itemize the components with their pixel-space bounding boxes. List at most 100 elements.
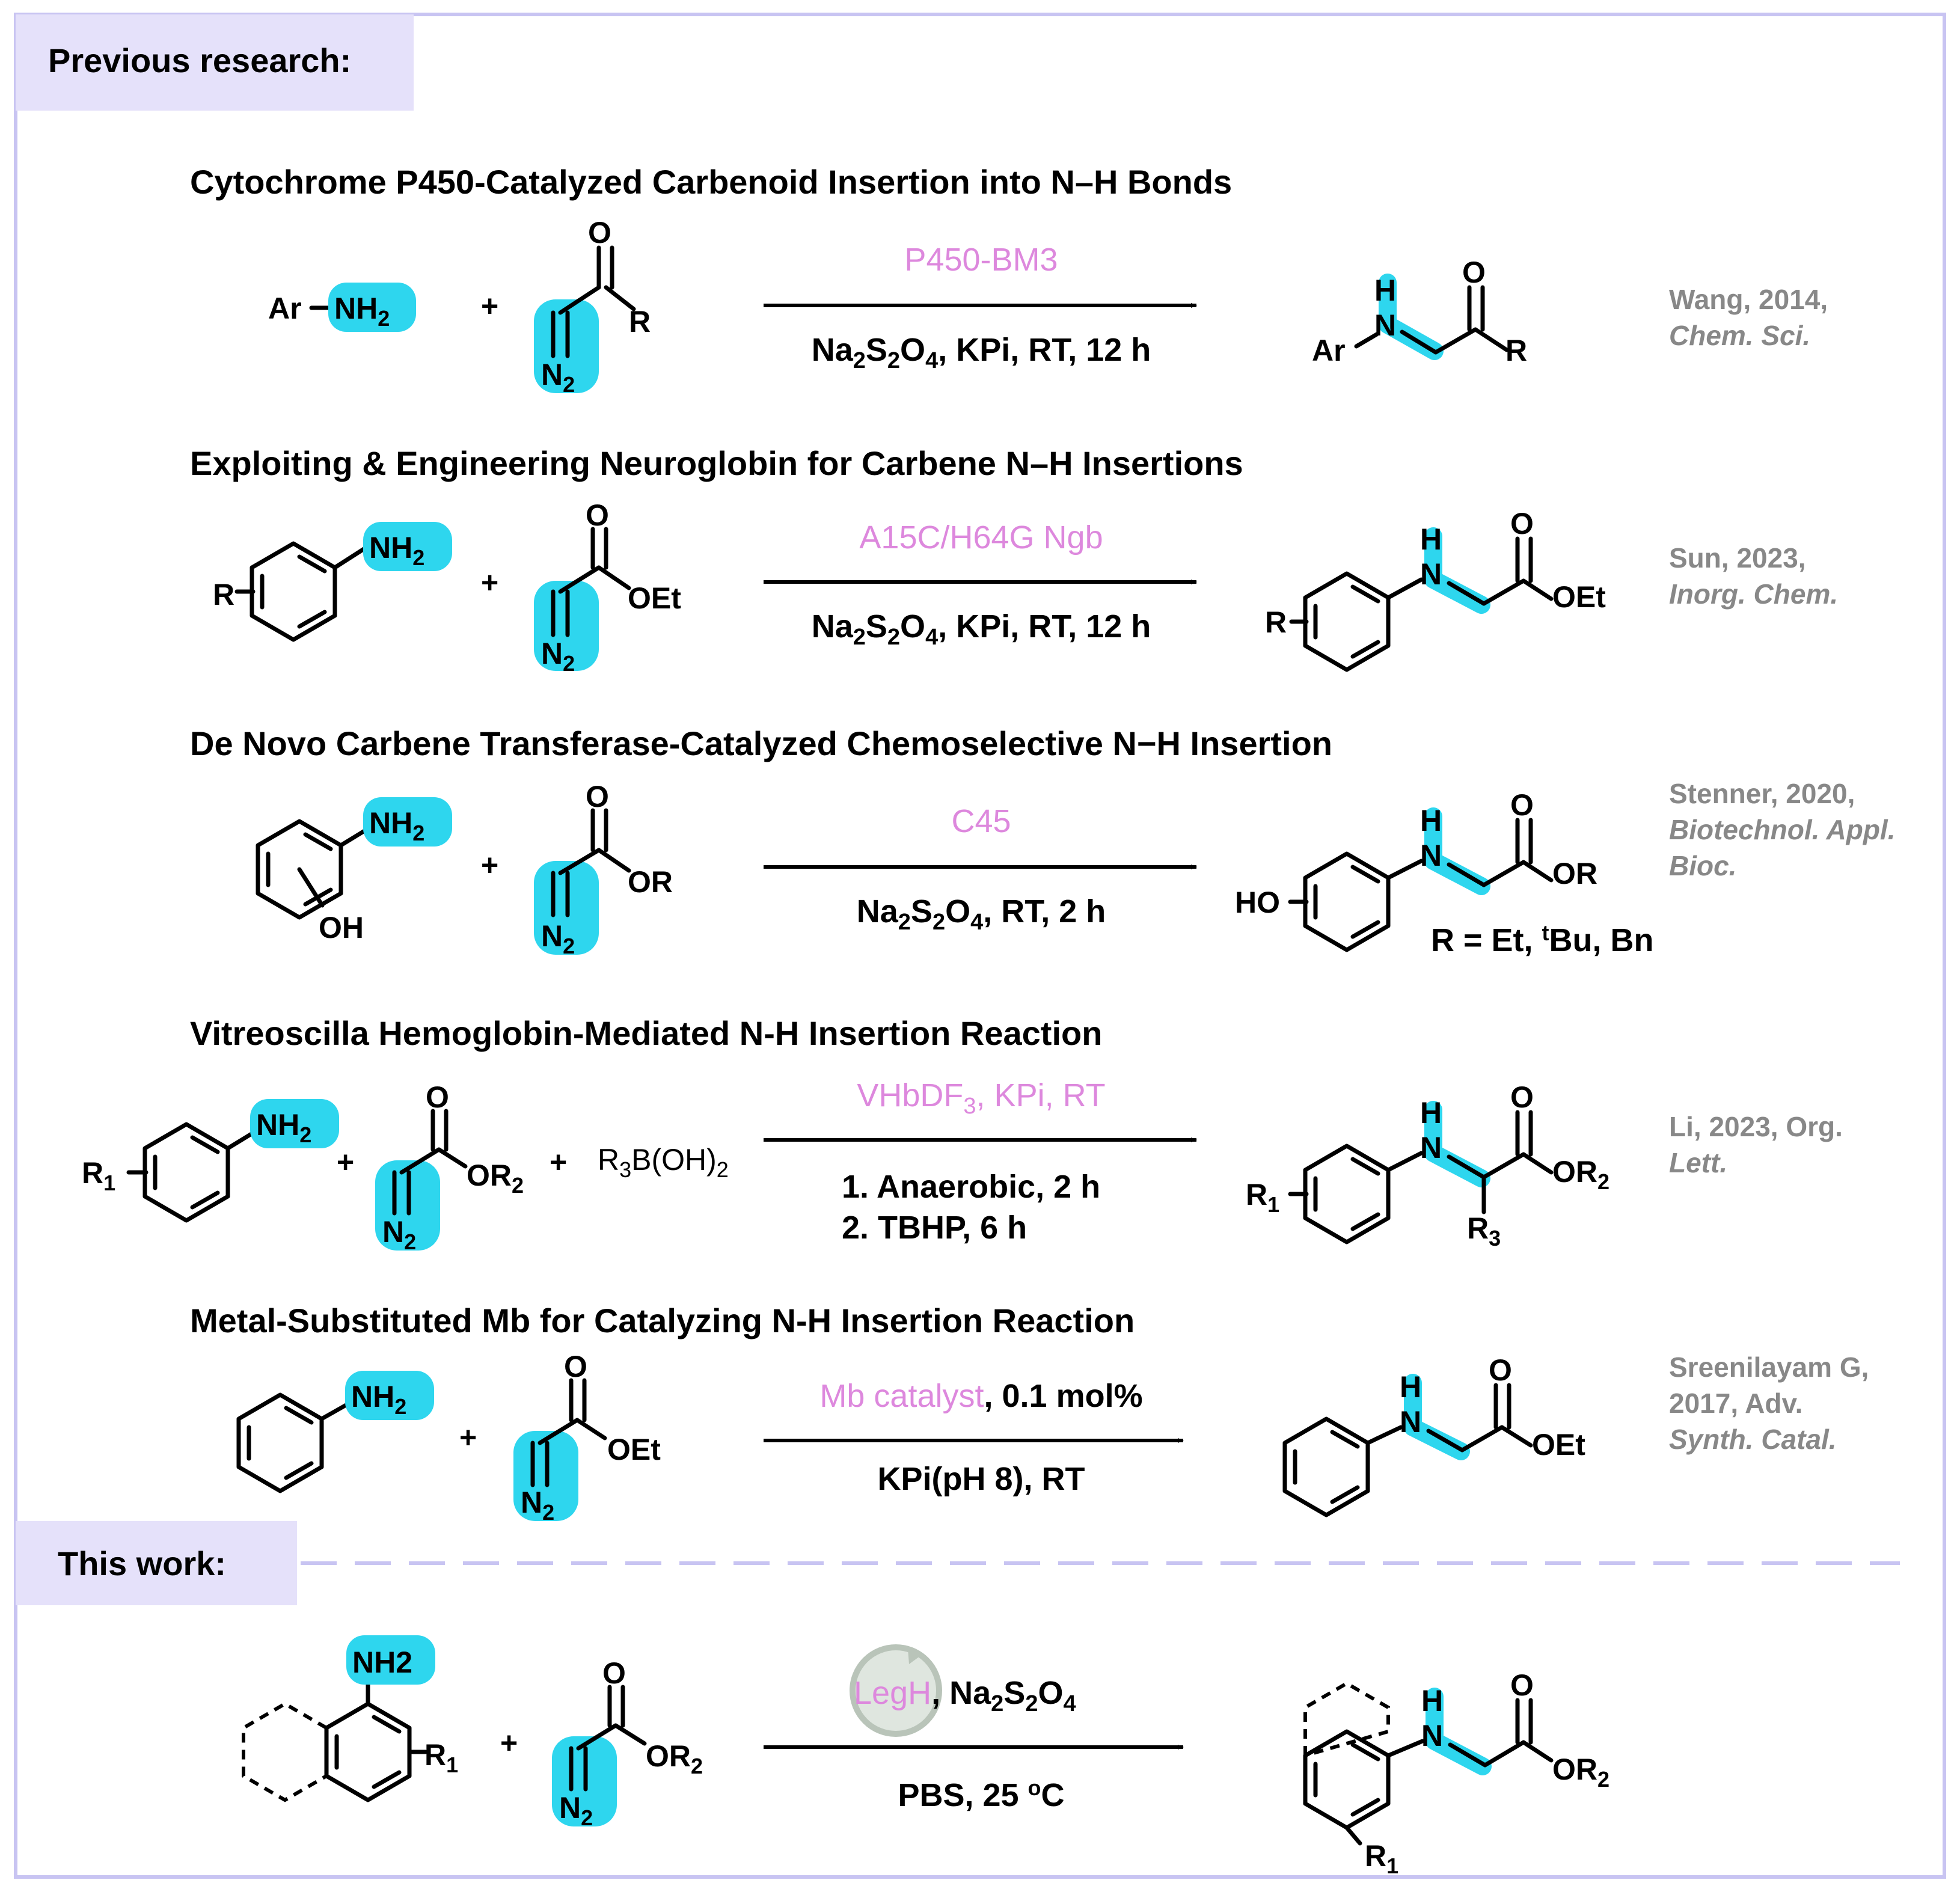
svg-text:O: O	[1489, 1353, 1512, 1387]
svg-text:O: O	[588, 216, 611, 250]
svg-text:R1: R1	[82, 1156, 115, 1195]
svg-text:H: H	[1420, 804, 1442, 837]
svg-text:R3: R3	[1467, 1211, 1501, 1251]
reference: Wang, 2014,	[1669, 284, 1828, 315]
svg-text:C45: C45	[951, 803, 1011, 839]
row-4-title: Vitreoscilla Hemoglobin-Mediated N-H Ins…	[190, 1014, 1102, 1052]
svg-text:1. Anaerobic, 2 h: 1. Anaerobic, 2 h	[842, 1169, 1100, 1205]
svg-text:O: O	[1510, 507, 1534, 540]
svg-text:2017, Adv.: 2017, Adv.	[1669, 1388, 1802, 1419]
svg-text:Ar: Ar	[1312, 334, 1346, 367]
svg-text:Bioc.: Bioc.	[1669, 850, 1736, 881]
catalyst-cycle-icon	[850, 1644, 942, 1737]
svg-text:R: R	[629, 305, 651, 338]
svg-text:OH: OH	[319, 911, 364, 944]
svg-text:KPi(pH 8), RT: KPi(pH 8), RT	[878, 1461, 1085, 1497]
boronic-acid: R3B(OH)2	[598, 1143, 729, 1182]
svg-text:Inorg. Chem.: Inorg. Chem.	[1669, 578, 1838, 610]
svg-text:OR2: OR2	[1552, 1753, 1609, 1792]
svg-text:+: +	[481, 566, 498, 599]
row-1: Cytochrome P450-Catalyzed Carbenoid Inse…	[190, 163, 1828, 397]
row-3-title: De Novo Carbene Transferase-Catalyzed Ch…	[190, 724, 1332, 762]
svg-text:R: R	[213, 578, 234, 611]
svg-text:A15C/H64G Ngb: A15C/H64G Ngb	[859, 519, 1103, 556]
svg-text:OEt: OEt	[1552, 580, 1606, 614]
svg-text:+: +	[459, 1421, 477, 1454]
svg-text:OEt: OEt	[628, 581, 681, 615]
svg-text:H: H	[1420, 522, 1442, 556]
svg-text:Stenner, 2020,: Stenner, 2020,	[1669, 778, 1855, 809]
row-5: Metal-Substituted Mb for Catalyzing N-H …	[190, 1302, 1869, 1525]
amine-highlight	[328, 283, 416, 332]
this-work-header: This work:	[58, 1545, 226, 1582]
svg-text:N: N	[1420, 557, 1442, 591]
svg-text:OR2: OR2	[1552, 1155, 1609, 1194]
svg-text:O: O	[602, 1656, 626, 1690]
svg-text:H: H	[1400, 1370, 1421, 1404]
svg-text:N: N	[1420, 839, 1442, 872]
svg-text:N: N	[1421, 1719, 1443, 1753]
row-2: Exploiting & Engineering Neuroglobin for…	[190, 444, 1838, 676]
catalyst-label: P450-BM3	[904, 242, 1058, 278]
svg-text:O: O	[426, 1080, 449, 1114]
svg-text:OR: OR	[1552, 857, 1597, 890]
conditions-label: Na2S2O4, KPi, RT, 12 h	[812, 332, 1151, 373]
substituent-note: R = Et, tBu, Bn	[1431, 920, 1654, 958]
svg-text:Sun, 2023,: Sun, 2023,	[1669, 542, 1806, 574]
svg-text:OEt: OEt	[1532, 1428, 1585, 1462]
svg-text:LegH, Na2S2O4: LegH, Na2S2O4	[854, 1675, 1076, 1716]
svg-text:R: R	[1505, 334, 1527, 367]
svg-text:OR2: OR2	[646, 1739, 703, 1778]
svg-text:Biotechnol. Appl.: Biotechnol. Appl.	[1669, 814, 1896, 845]
this-work-conditions: PBS, 25 oC	[898, 1775, 1064, 1813]
svg-text:R1: R1	[424, 1738, 458, 1777]
svg-text:O: O	[1510, 1668, 1534, 1702]
svg-text:R1: R1	[1365, 1839, 1398, 1878]
svg-text:HO: HO	[1235, 886, 1280, 919]
svg-text:+: +	[550, 1145, 567, 1179]
previous-header: Previous research:	[48, 41, 351, 79]
svg-text:VHbDF3, KPi, RT: VHbDF3, KPi, RT	[857, 1077, 1105, 1119]
svg-text:+: +	[481, 848, 498, 882]
svg-text:O: O	[1510, 1080, 1534, 1114]
svg-text:Mb catalyst, 0.1 mol%: Mb catalyst, 0.1 mol%	[819, 1378, 1142, 1414]
svg-text:H: H	[1420, 1096, 1442, 1130]
previous-header-bg	[16, 14, 414, 111]
svg-text:Na2S2O4, RT, 2 h: Na2S2O4, RT, 2 h	[857, 893, 1106, 935]
svg-text:R: R	[1265, 605, 1287, 639]
svg-text:N2: N2	[541, 919, 575, 958]
svg-text:H: H	[1421, 1684, 1443, 1718]
aryl-label: Ar	[268, 292, 302, 325]
svg-text:Lett.: Lett.	[1669, 1147, 1727, 1178]
svg-text:N: N	[1400, 1405, 1421, 1439]
svg-text:Sreenilayam G,: Sreenilayam G,	[1669, 1352, 1869, 1383]
svg-text:+: +	[500, 1726, 518, 1760]
svg-text:H: H	[1374, 274, 1396, 307]
svg-text:R1: R1	[1246, 1178, 1279, 1217]
amine-label-this-work: NH2	[352, 1646, 412, 1679]
svg-text:Li, 2023, Org.: Li, 2023, Org.	[1669, 1111, 1843, 1142]
row-5-title: Metal-Substituted Mb for Catalyzing N-H …	[190, 1302, 1135, 1339]
row-4: Vitreoscilla Hemoglobin-Mediated N-H Ins…	[82, 1014, 1843, 1254]
row-1-title: Cytochrome P450-Catalyzed Carbenoid Inse…	[190, 163, 1232, 201]
svg-text:O: O	[564, 1350, 587, 1383]
svg-text:Synth. Catal.: Synth. Catal.	[1669, 1424, 1837, 1455]
svg-text:O: O	[586, 780, 609, 813]
svg-text:OR2: OR2	[467, 1159, 524, 1198]
this-work-header-bg	[16, 1521, 297, 1605]
outer-frame	[14, 13, 1946, 1879]
svg-text:N: N	[1420, 1131, 1442, 1165]
svg-text:O: O	[1462, 256, 1486, 289]
svg-text:OR: OR	[628, 865, 673, 899]
svg-text:N: N	[1374, 308, 1396, 342]
plus-sign: +	[481, 289, 498, 323]
svg-text:+: +	[337, 1145, 354, 1179]
this-work-scheme: R1 NH2 + O OR2 N2 LegH, Na2S2O4 PBS, 25 …	[242, 1635, 1609, 1878]
row-3: De Novo Carbene Transferase-Catalyzed Ch…	[190, 724, 1896, 958]
svg-text:O: O	[1510, 788, 1534, 822]
row-2-title: Exploiting & Engineering Neuroglobin for…	[190, 444, 1243, 482]
svg-text:OEt: OEt	[607, 1433, 661, 1466]
svg-text:2. TBHP, 6 h: 2. TBHP, 6 h	[842, 1210, 1027, 1246]
svg-text:Na2S2O4, KPi, RT, 12 h: Na2S2O4, KPi, RT, 12 h	[812, 608, 1151, 650]
